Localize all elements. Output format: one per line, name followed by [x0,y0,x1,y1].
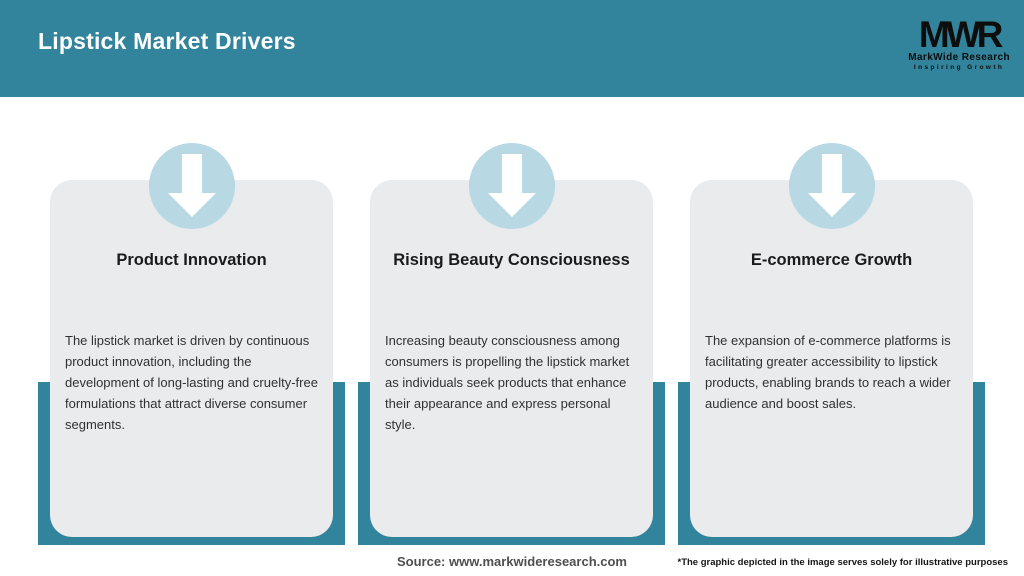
driver-card-rising-beauty-consciousness: Rising Beauty Consciousness Increasing b… [358,143,665,545]
card-body: Rising Beauty Consciousness Increasing b… [370,180,653,537]
markwide-research-logo: MWR MarkWide Research Inspiring Growth [908,14,1010,72]
down-arrow-icon [788,143,875,229]
logo-acronym: MWR [918,14,1003,56]
card-title: Product Innovation [116,251,267,269]
card-body: Product Innovation The lipstick market i… [50,180,333,537]
down-arrow-icon [468,143,555,229]
cards-row: Product Innovation The lipstick market i… [38,143,985,545]
logo-tagline: Inspiring Growth [913,64,1005,72]
disclaimer-text: *The graphic depicted in the image serve… [677,557,1009,568]
source-text: Source: www.markwideresearch.com [396,554,627,569]
card-description: Increasing beauty consciousness among co… [385,333,630,432]
header-bar: Lipstick Market Drivers MWR MarkWide Res… [0,0,1024,97]
card-body: E-commerce Growth The expansion of e-com… [690,180,973,537]
card-title: Rising Beauty Consciousness [393,251,630,269]
page-title: Lipstick Market Drivers [38,28,296,54]
footer: Source: www.markwideresearch.com *The gr… [0,545,1024,576]
driver-card-product-innovation: Product Innovation The lipstick market i… [38,143,345,545]
card-description: The expansion of e-commerce platforms is… [705,333,951,411]
down-arrow-icon [148,143,235,229]
logo-name: MarkWide Research [908,52,1010,64]
driver-card-ecommerce-growth: E-commerce Growth The expansion of e-com… [678,143,985,545]
card-description: The lipstick market is driven by continu… [65,333,318,432]
card-title: E-commerce Growth [750,251,913,269]
